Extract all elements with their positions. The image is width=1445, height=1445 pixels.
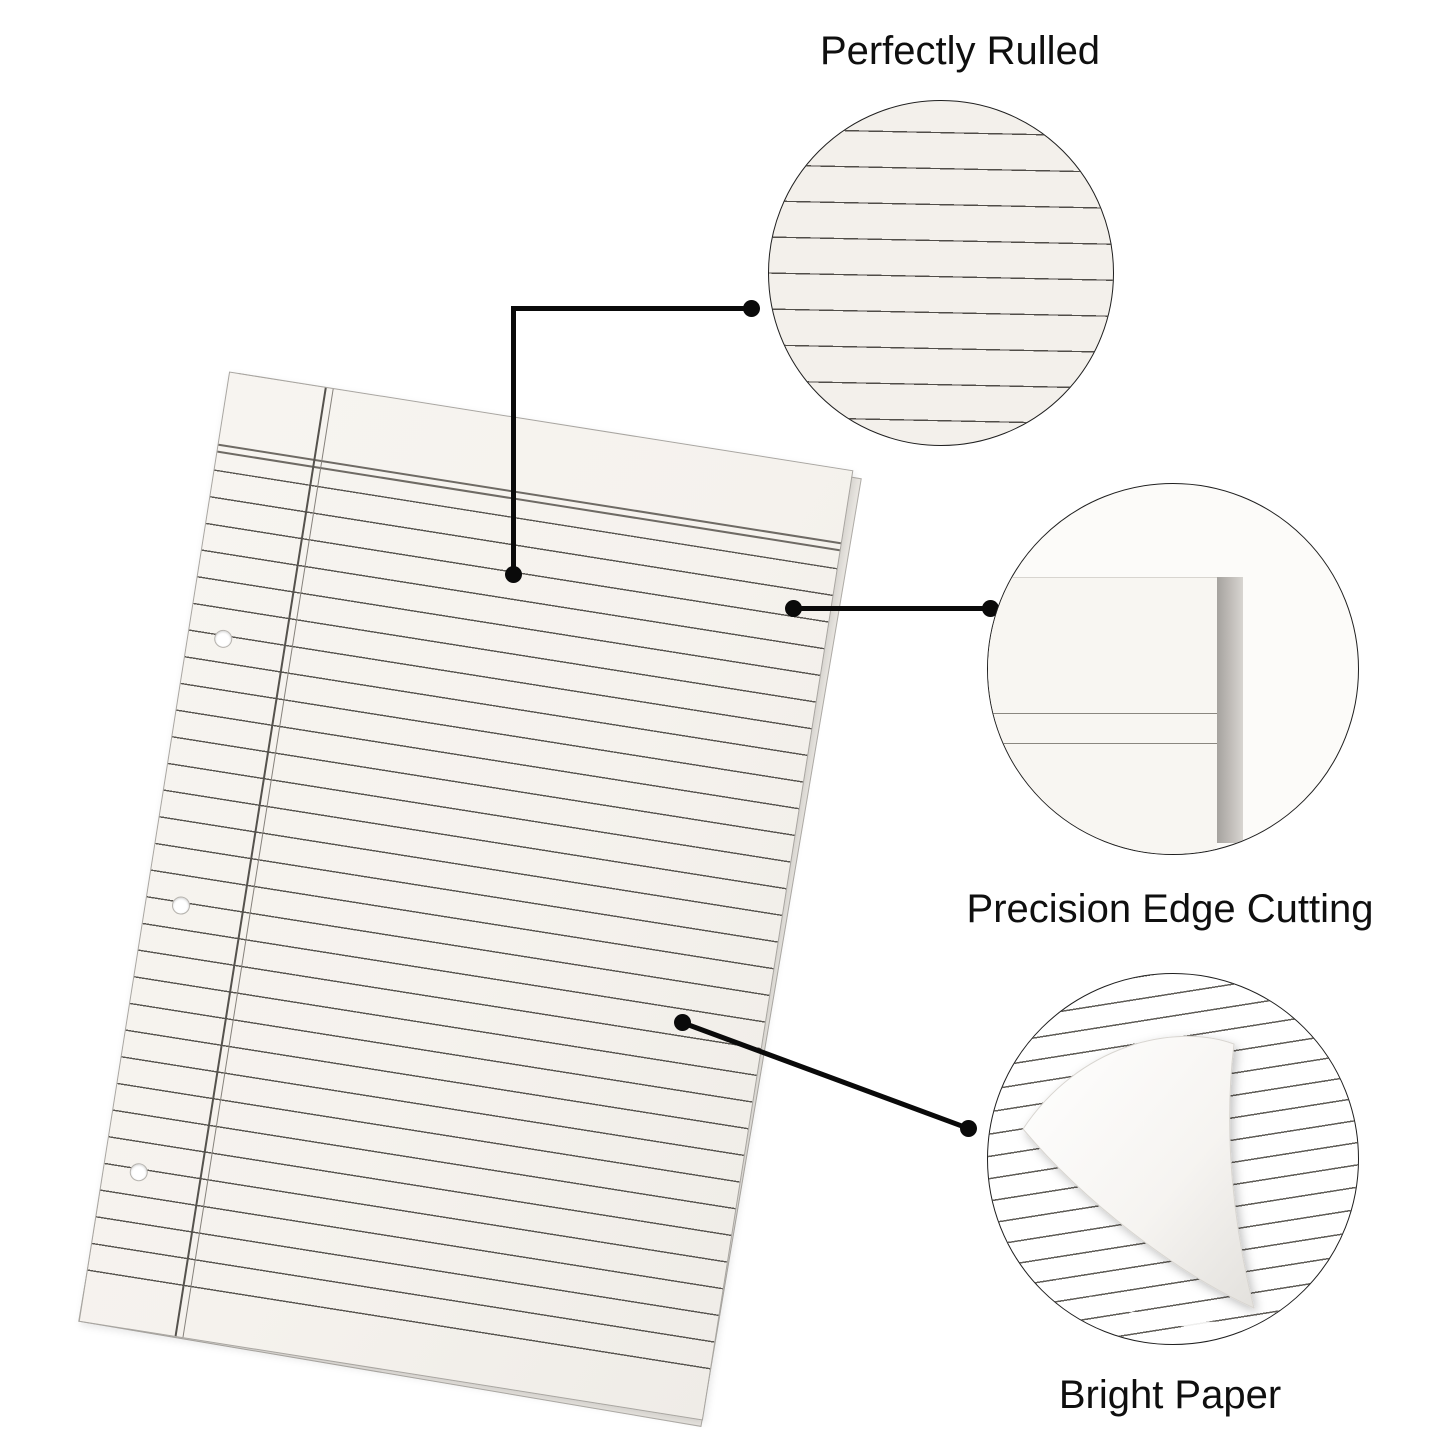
paper-sheet [78, 371, 854, 1421]
connector-line-edge [792, 606, 990, 611]
callout-label-edge: Precision Edge Cutting [966, 887, 1374, 931]
rule-line-detail [988, 713, 1218, 715]
callout-label-bright: Bright Paper [1058, 1373, 1282, 1417]
connector-dot [505, 566, 522, 583]
ruled-lines [85, 469, 837, 1384]
connector-line-ruled [511, 306, 751, 311]
connector-dot [960, 1120, 977, 1137]
ruled-lines-detail [769, 101, 1113, 445]
callout-label-ruled: Perfectly Rulled [819, 29, 1101, 73]
cut-edge-detail [1217, 576, 1244, 843]
connector-dot [674, 1014, 691, 1031]
rule-line-detail [988, 743, 1218, 744]
connector-line-ruled [511, 308, 516, 574]
connector-dot [743, 300, 760, 317]
zoom-circle-ruled [768, 100, 1114, 446]
paper-corner-detail [988, 576, 1218, 854]
zoom-circle-edge [987, 483, 1359, 855]
zoom-circle-bright [987, 973, 1359, 1345]
connector-dot [785, 600, 802, 617]
page-curl [1022, 1035, 1318, 1332]
